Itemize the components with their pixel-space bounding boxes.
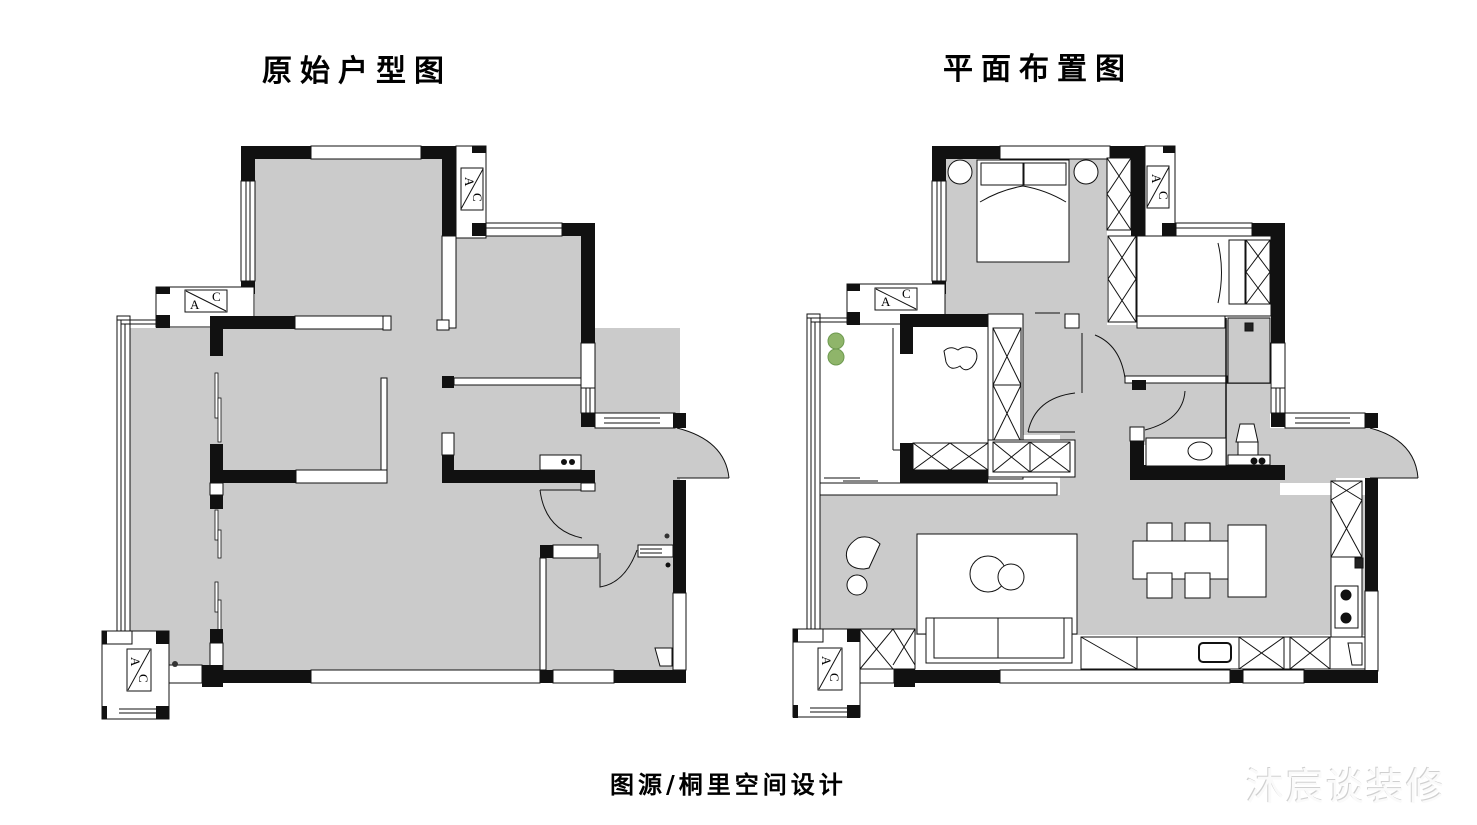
sink-icon — [1198, 642, 1232, 663]
nightstand-lamp-icon — [947, 159, 973, 185]
watermark: 沐宸谈装修 — [1246, 765, 1447, 809]
washbasin-icon — [1187, 441, 1213, 461]
walls: A C A C — [101, 145, 730, 720]
plant-icon — [827, 348, 845, 366]
counter — [1145, 437, 1227, 467]
svg-text:C: C — [1156, 191, 1171, 200]
svg-text:A: A — [881, 294, 891, 309]
original-plan-title: 原始户型图 — [262, 54, 452, 89]
study-chair-icon — [943, 346, 978, 371]
shower-icon — [1244, 322, 1254, 332]
toilet-icon — [1235, 423, 1259, 443]
svg-text:C: C — [136, 674, 151, 683]
svg-text:A: A — [190, 297, 200, 312]
svg-text:A: A — [1149, 174, 1164, 184]
coffee-table-small — [997, 563, 1025, 591]
island — [1227, 524, 1267, 598]
svg-text:A: A — [819, 656, 834, 666]
svg-text:A: A — [128, 657, 143, 667]
dining-chair — [1146, 572, 1173, 599]
svg-text:C: C — [902, 286, 911, 301]
svg-text:C: C — [212, 289, 221, 304]
plant-icon — [827, 332, 845, 350]
layout-plan-title: 平面布置图 — [943, 52, 1133, 87]
furniture — [827, 157, 1366, 670]
svg-text:A: A — [462, 177, 477, 187]
side-table — [846, 574, 868, 596]
nightstand-lamp-icon — [1073, 159, 1099, 185]
armchair-icon — [845, 536, 881, 570]
walls: A C A C — [792, 145, 1419, 718]
svg-text:C: C — [470, 193, 485, 202]
dining-chair — [1184, 572, 1211, 599]
image-source-caption: 图源/桐里空间设计 — [610, 770, 847, 799]
svg-text:C: C — [827, 673, 842, 682]
